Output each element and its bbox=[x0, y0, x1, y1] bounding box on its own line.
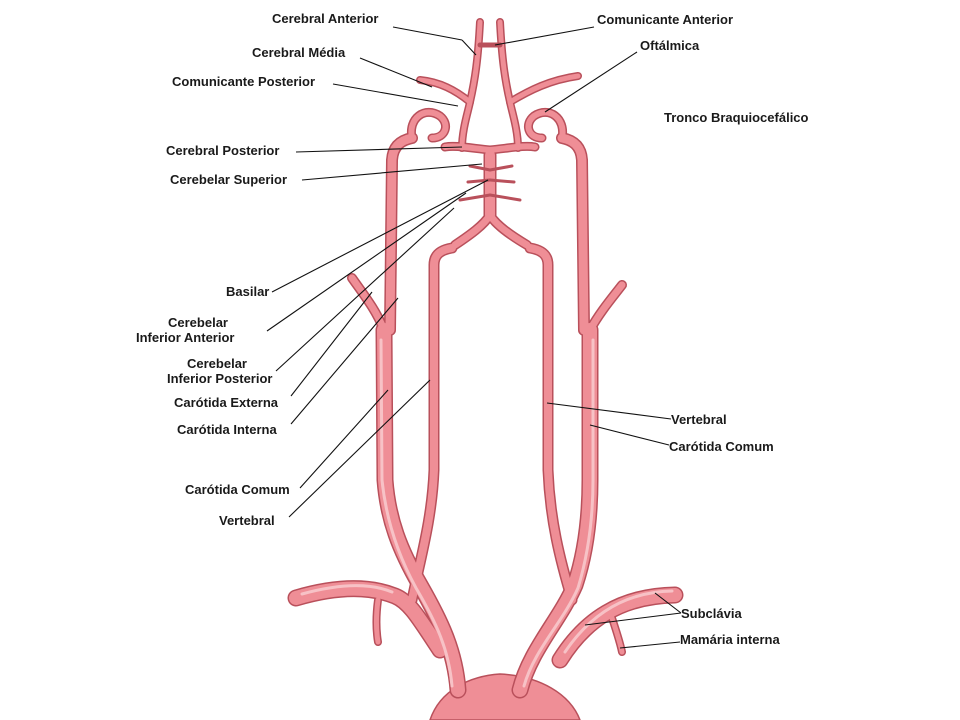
label-cerebelar-inferior-anterior-line1: Cerebelar bbox=[168, 315, 228, 330]
label-vertebral-left: Vertebral bbox=[219, 513, 275, 528]
aortic-arch bbox=[429, 673, 581, 720]
label-comunicante-anterior: Comunicante Anterior bbox=[597, 12, 733, 27]
label-subclavia: Subclávia bbox=[681, 606, 742, 621]
cerebellar-twigs bbox=[458, 164, 522, 202]
label-cerebelar-inferior-anterior-line2: Inferior Anterior bbox=[136, 330, 234, 345]
label-carotida-comum-right: Carótida Comum bbox=[669, 439, 774, 454]
vessel-fills bbox=[289, 19, 682, 697]
label-carotida-comum-left: Carótida Comum bbox=[185, 482, 290, 497]
label-cerebelar-inferior-posterior-line1: Cerebelar bbox=[187, 356, 247, 371]
artery-tree bbox=[287, 18, 684, 720]
label-carotida-interna: Carótida Interna bbox=[177, 422, 277, 437]
leader-lines bbox=[266, 26, 682, 649]
label-cerebelar-superior: Cerebelar Superior bbox=[170, 172, 287, 187]
label-cerebral-posterior: Cerebral Posterior bbox=[166, 143, 279, 158]
vessel-highlights bbox=[300, 338, 674, 688]
label-oftalmica: Oftálmica bbox=[640, 38, 700, 53]
label-cerebral-media: Cerebral Média bbox=[252, 45, 346, 60]
label-cerebelar-inferior-posterior-line2: Inferior Posterior bbox=[167, 371, 272, 386]
label-comunicante-posterior: Comunicante Posterior bbox=[172, 74, 315, 89]
label-tronco-braquiocefalico: Tronco Braquiocefálico bbox=[664, 110, 809, 125]
label-mamaria-interna: Mamária interna bbox=[680, 632, 780, 647]
label-basilar: Basilar bbox=[226, 284, 269, 299]
label-vertebral-right: Vertebral bbox=[671, 412, 727, 427]
label-carotida-externa: Carótida Externa bbox=[174, 395, 279, 410]
anatomy-labels: Cerebral Anterior Comunicante Anterior C… bbox=[136, 11, 809, 647]
label-cerebral-anterior: Cerebral Anterior bbox=[272, 11, 378, 26]
